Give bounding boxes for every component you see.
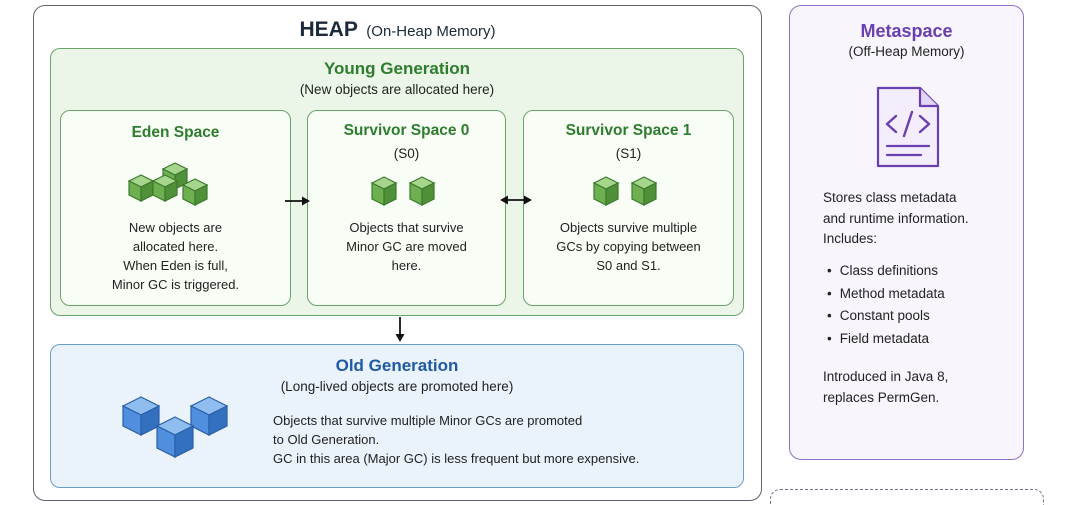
s1-desc-line: Objects survive multiple (559, 220, 698, 235)
eden-desc-line: allocated here. (132, 239, 219, 254)
green-cube-icon (370, 176, 398, 206)
green-cube-icon (408, 176, 436, 206)
list-item: Method metadata (827, 283, 945, 306)
green-cube-cluster-icon (127, 162, 209, 206)
old-desc-line: Objects that survive multiple Minor GCs … (273, 413, 583, 428)
double-arrow-icon (500, 195, 532, 205)
eden-desc-line: New objects are (128, 220, 223, 235)
green-cube-icon (630, 176, 658, 206)
list-item: Constant pools (827, 305, 945, 328)
old-generation-title: Old Generation (335, 356, 459, 375)
s0-desc-line: Objects that survive (349, 220, 464, 235)
meta-desc-line: Stores class metadata (823, 190, 957, 205)
old-desc-line: to Old Generation. (273, 432, 380, 447)
survivor-space-0-abbr: (S0) (393, 146, 420, 161)
list-item: Field metadata (827, 328, 945, 351)
s0-desc-line: here. (391, 258, 422, 273)
young-generation-title: Young Generation (323, 59, 471, 78)
survivor-space-1-description: Objects survive multiple GCs by copying … (524, 218, 733, 275)
eden-space-description: New objects are allocated here. When Ede… (61, 218, 290, 294)
survivor-space-0-title: Survivor Space 0 (343, 122, 470, 139)
s0-desc-line: Minor GC are moved (346, 239, 467, 254)
green-cube-icon (181, 178, 209, 206)
eden-desc-line: Minor GC is triggered. (111, 277, 240, 292)
blue-cube-icon (189, 396, 229, 436)
green-cube-pair-icon (370, 176, 436, 206)
green-cube-icon (127, 174, 155, 202)
survivor-space-1-title: Survivor Space 1 (565, 122, 692, 139)
blue-cube-cluster-icon (121, 396, 229, 458)
arrow-icon (285, 196, 310, 206)
s1-desc-line: S0 and S1. (596, 258, 661, 273)
list-item: Class definitions (827, 260, 945, 283)
metaspace-title: Metaspace (860, 21, 953, 41)
eden-space-box: Eden Space New objects are allocated her… (60, 110, 291, 306)
survivor-space-1-abbr: (S1) (615, 146, 642, 161)
metaspace-description: Stores class metadata and runtime inform… (823, 188, 1013, 250)
down-arrow-icon (395, 317, 405, 342)
meta-note-line: Introduced in Java 8, (823, 369, 949, 384)
survivor-space-0-box: Survivor Space 0 (S0) Objects that survi… (307, 110, 506, 306)
young-generation-subtitle: (New objects are allocated here) (299, 82, 495, 97)
green-cube-icon (151, 174, 179, 202)
heap-title: HEAP (299, 18, 358, 41)
meta-desc-line: and runtime information. (823, 210, 969, 226)
survivor-space-0-description: Objects that survive Minor GC are moved … (308, 218, 505, 275)
old-desc-line: GC in this area (Major GC) is less frequ… (273, 451, 640, 466)
blue-cube-icon (155, 416, 195, 458)
s1-desc-line: GCs by copying between (556, 239, 701, 254)
meta-note-line: replaces PermGen. (823, 389, 940, 405)
metaspace-subtitle: (Off-Heap Memory) (848, 44, 965, 59)
heap-subtitle: (On-Heap Memory) (366, 23, 496, 40)
dashed-box-partial (770, 489, 1044, 505)
eden-space-title: Eden Space (131, 124, 220, 141)
meta-desc-line: Includes: (823, 231, 878, 246)
green-cube-icon (592, 176, 620, 206)
metaspace-items-list: Class definitions Method metadata Consta… (827, 260, 945, 351)
blue-cube-icon (121, 396, 161, 436)
heap-title-row: HEAP (On-Heap Memory) (34, 18, 761, 42)
metaspace-box: Metaspace (Off-Heap Memory) Stores class… (789, 5, 1024, 460)
metaspace-note: Introduced in Java 8, replaces PermGen. (823, 367, 1018, 408)
old-generation-subtitle: (Long-lived objects are promoted here) (280, 379, 514, 394)
old-generation-description: Objects that survive multiple Minor GCs … (273, 411, 639, 468)
old-generation-box: Old Generation (Long-lived objects are p… (50, 344, 744, 488)
code-document-icon (876, 86, 940, 168)
green-cube-pair-icon (592, 176, 658, 206)
survivor-space-1-box: Survivor Space 1 (S1) Objects survive mu… (523, 110, 734, 306)
eden-desc-line: When Eden is full, (123, 258, 228, 273)
